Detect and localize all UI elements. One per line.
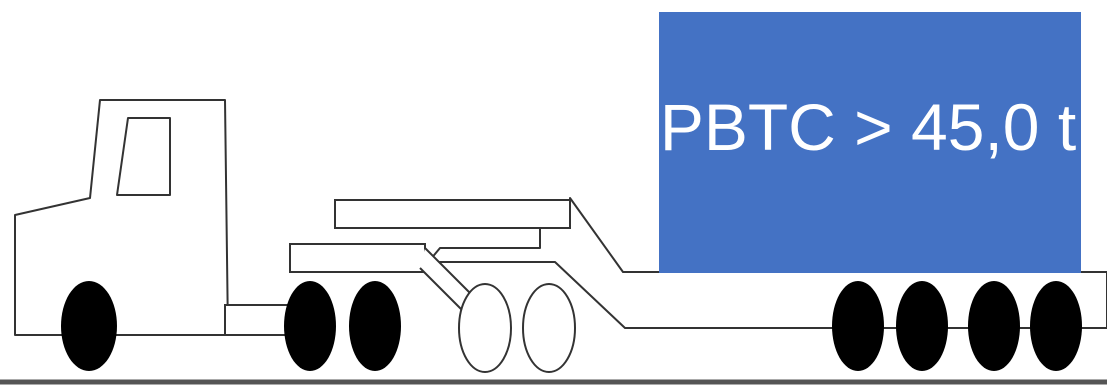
tractor-chassis bbox=[225, 305, 290, 335]
trailer-tire bbox=[832, 281, 884, 371]
cargo-label: PBTC > 45,0 t bbox=[660, 90, 1076, 164]
tractor-cab bbox=[15, 100, 228, 335]
tractor-rear-tire bbox=[349, 281, 401, 371]
trailer-tire bbox=[896, 281, 948, 371]
trailer-tire bbox=[1030, 281, 1082, 371]
trailer-tire bbox=[968, 281, 1020, 371]
gooseneck-upper-plank bbox=[335, 200, 570, 228]
tractor-front-tire bbox=[61, 281, 117, 371]
gooseneck-lower-plank bbox=[290, 244, 425, 272]
dolly-tire bbox=[459, 284, 511, 372]
dolly-tire bbox=[523, 284, 575, 372]
tractor-rear-tire bbox=[284, 281, 336, 371]
